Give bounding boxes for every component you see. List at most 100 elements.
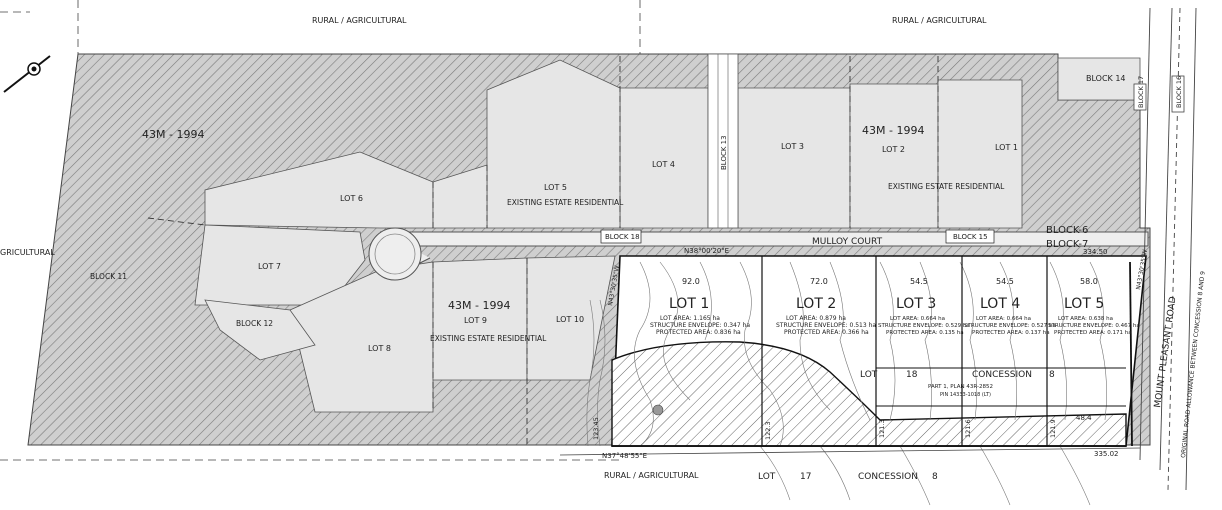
dim-121-6: 121.6 [964, 419, 972, 438]
proposed-lot-5: 58.0 LOT 5 LOT AREA: 0.638 ha STRUCTURE … [1048, 277, 1140, 336]
lot-envelope: STRUCTURE ENVELOPE: 0.467 ha [1048, 323, 1140, 329]
lot-area: LOT AREA: 0.879 ha [786, 315, 846, 322]
proposed-lot-3: 54.5 LOT 3 LOT AREA: 0.664 ha STRUCTURE … [878, 277, 970, 336]
lot-frontage: 72.0 [810, 277, 828, 286]
lot-4-area [619, 87, 709, 229]
block-15-label: BLOCK 15 [953, 233, 988, 241]
legal-pin: PIN 14333-1018 (LT) [940, 392, 991, 398]
block-11-label: BLOCK 11 [90, 272, 127, 281]
lot-frontage: 58.0 [1080, 277, 1098, 286]
lot-area: LOT AREA: 0.664 ha [976, 316, 1031, 322]
existing-res-a: EXISTING ESTATE RESIDENTIAL [507, 198, 624, 207]
legal-part: PART 1, PLAN 43R-2852 [928, 384, 993, 390]
plan-label-3: 43M - 1994 [448, 299, 510, 312]
mulloy-court-label: MULLOY COURT [812, 237, 883, 247]
north-arrow-icon [3, 55, 51, 93]
block-16-tag [1171, 75, 1185, 113]
block-6-label: BLOCK-6 [1046, 225, 1088, 236]
proposed-lot-4: 54.5 LOT 4 LOT AREA: 0.664 ha STRUCTURE … [964, 277, 1056, 336]
mount-pleasant-road-label: MOUNT PLEASANT ROAD [1153, 296, 1179, 409]
lot-protected: PROTECTED AREA: 0.135 ha [886, 330, 964, 336]
legal-concession: CONCESSION [972, 370, 1032, 380]
block-13-label: BLOCK 13 [720, 135, 728, 170]
block-16-label: BLOCK 16 [1175, 76, 1183, 108]
block-17-tag [1133, 83, 1147, 111]
lot-1-area [937, 79, 1023, 229]
plan-label-2: 43M - 1994 [862, 124, 924, 137]
road-allowance-label: ORIGINAL ROAD ALLOWANCE BETWEEN CONCESSI… [1180, 271, 1207, 459]
lot-name: LOT 1 [669, 296, 709, 312]
bearing-top: N38°00'20"E [684, 247, 729, 255]
lot-name: LOT 2 [796, 296, 836, 312]
dim-48-4: 48.4 [1076, 414, 1092, 422]
existing-res-c: EXISTING ESTATE RESIDENTIAL [430, 334, 547, 343]
lot-protected: PROTECTED AREA: 0.836 ha [656, 329, 741, 336]
existing-lot-4: LOT 4 [652, 160, 675, 169]
legal-concession-2-num: 8 [932, 472, 938, 482]
cul-de-sac [368, 227, 422, 281]
lot-name: LOT 5 [1064, 296, 1104, 312]
existing-lot-2: LOT 2 [882, 145, 905, 154]
zoning-top-right: RURAL / AGRICULTURAL [892, 16, 987, 25]
legal-lot-17: LOT [758, 472, 776, 482]
dim-335-02: 335.02 [1094, 450, 1119, 458]
block-7-label: BLOCK-7 [1046, 239, 1088, 250]
lot-7-area [194, 224, 366, 306]
lot-envelope: STRUCTURE ENVELOPE: 0.513 ha [776, 322, 876, 329]
lot-area: LOT AREA: 0.638 ha [1058, 316, 1113, 322]
zoning-top-left: RURAL / AGRICULTURAL [312, 16, 407, 25]
lot-area: LOT AREA: 0.664 ha [890, 316, 945, 322]
block-18-label: BLOCK 18 [605, 233, 640, 241]
block-13-strip [707, 53, 739, 229]
existing-lot-8: LOT 8 [368, 344, 391, 353]
legal-concession-num: 8 [1049, 370, 1055, 380]
tree-symbol [652, 404, 664, 416]
block-12-label: BLOCK 12 [236, 319, 273, 328]
lot-area: LOT AREA: 1.165 ha [660, 315, 720, 322]
existing-lot-10: LOT 10 [556, 315, 584, 324]
existing-lot-6: LOT 6 [340, 194, 363, 203]
existing-lot-1: LOT 1 [995, 143, 1018, 152]
legal-lot-18-num: 18 [906, 370, 918, 380]
legal-concession-2: CONCESSION [858, 472, 918, 482]
dim-123-45: 123.45 [592, 417, 600, 440]
lot-envelope: STRUCTURE ENVELOPE: 0.529 ha [878, 323, 970, 329]
lot-protected: PROTECTED AREA: 0.366 ha [784, 329, 869, 336]
zoning-bottom: RURAL / AGRICULTURAL [604, 471, 699, 480]
lot-envelope: STRUCTURE ENVELOPE: 0.527 ha [964, 323, 1056, 329]
lot-name: LOT 4 [980, 296, 1020, 312]
contour-lines [586, 261, 1107, 506]
block-17-label: BLOCK 17 [1137, 76, 1145, 108]
lot-protected: PROTECTED AREA: 0.171 ha [1054, 330, 1132, 336]
dim-122-3: 122.3 [764, 421, 772, 440]
existing-lot-5: LOT 5 [544, 183, 567, 192]
lot-name: LOT 3 [896, 296, 936, 312]
bearing-bottom: N37°48'55"E [602, 452, 647, 460]
dim-121-9: 121.9 [1049, 419, 1057, 438]
protected-area [611, 341, 1127, 447]
lot-2-area [849, 83, 939, 229]
legal-lot-17-num: 17 [800, 472, 811, 482]
lot-frontage: 54.5 [996, 277, 1014, 286]
dim-121-3: 121.3 [878, 419, 886, 438]
proposed-lot-2: 72.0 LOT 2 LOT AREA: 0.879 ha STRUCTURE … [776, 277, 876, 336]
existing-lot-3: LOT 3 [781, 142, 804, 151]
lot-frontage: 54.5 [910, 277, 928, 286]
existing-lot-7: LOT 7 [258, 262, 281, 271]
plan-label-1: 43M - 1994 [142, 128, 204, 141]
block-14-label: BLOCK 14 [1086, 74, 1126, 83]
lot-envelope: STRUCTURE ENVELOPE: 0.347 ha [650, 322, 750, 329]
mount-pleasant-road-lines [1139, 7, 1197, 491]
existing-lots [194, 57, 1141, 413]
zoning-left: GRICULTURAL [0, 248, 55, 257]
lot-frontage: 92.0 [682, 277, 700, 286]
lot-3-area [737, 87, 851, 229]
lot-protected: PROTECTED AREA: 0.137 ha [972, 330, 1050, 336]
proposed-lot-1: 92.0 LOT 1 LOT AREA: 1.165 ha STRUCTURE … [650, 277, 750, 336]
existing-res-b: EXISTING ESTATE RESIDENTIAL [888, 182, 1005, 191]
dim-334-50: 334.50 [1083, 248, 1108, 256]
existing-lot-9: LOT 9 [464, 316, 487, 325]
legal-lot-18: LOT [860, 370, 878, 380]
block-12-area [204, 299, 316, 361]
